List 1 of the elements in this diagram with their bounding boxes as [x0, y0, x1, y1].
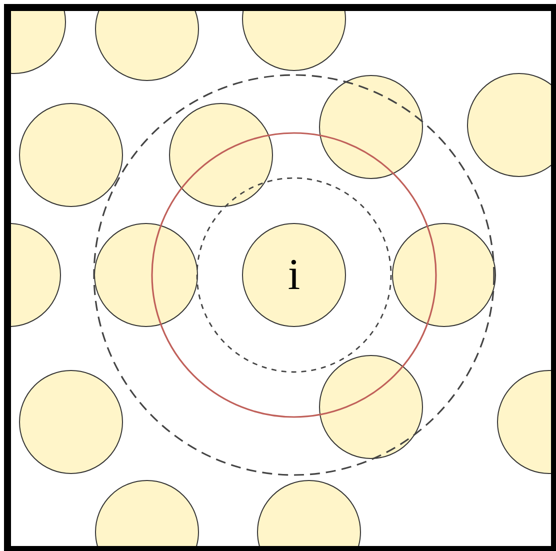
particle-label: i [288, 253, 300, 297]
